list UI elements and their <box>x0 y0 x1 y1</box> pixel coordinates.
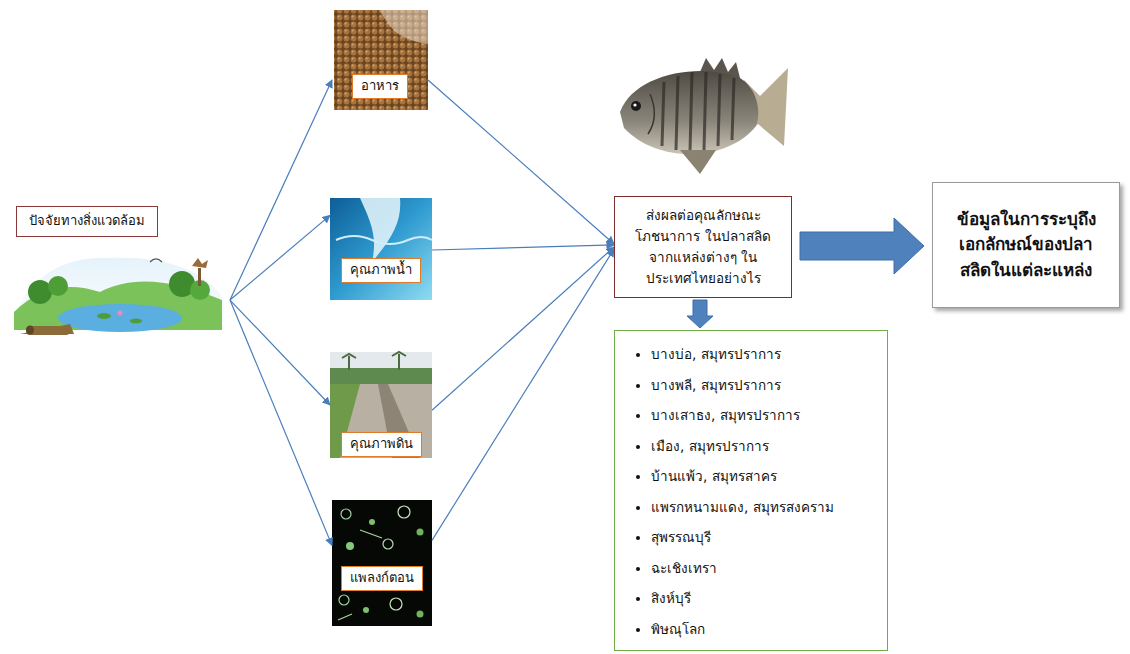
source-list-box: บางบ่อ, สมุทรปราการบางพลี, สมุทรปราการบา… <box>614 330 888 651</box>
arrow-line <box>432 247 614 410</box>
box-text: ข้อมูลในการระบุถึง เอกลักษณ์ของปลา สลิดใ… <box>943 207 1109 284</box>
source-item: สิงห์บุรี <box>651 583 877 614</box>
environment-illustration <box>14 258 224 336</box>
source-list: บางบ่อ, สมุทรปราการบางพลี, สมุทรปราการบา… <box>625 339 877 644</box>
source-item: บ้านแพ้ว, สมุทรสาคร <box>651 461 877 492</box>
block-arrow <box>687 300 713 328</box>
box-text: ส่งผลต่อคุณลักษณะโภชนาการ ในปลาสลิดจากแห… <box>625 205 781 289</box>
source-item: พิษณุโลก <box>651 614 877 645</box>
feed-pellets-picture <box>334 10 428 110</box>
water-picture <box>330 198 432 300</box>
block-arrow <box>800 218 924 274</box>
factor-label: คุณภาพน้ำ <box>341 258 421 283</box>
factor-picture-box: คุณภาพน้ำ <box>330 198 432 300</box>
source-item: เมือง, สมุทรปราการ <box>651 431 877 462</box>
arrow-line <box>432 245 614 250</box>
arrow-line <box>428 80 614 244</box>
factor-title: ปัจจัยทางสิ่งแวดล้อม <box>16 206 158 237</box>
arrow-line <box>230 300 332 545</box>
factor-label: คุณภาพดิน <box>341 432 422 457</box>
source-item: บางเสาธง, สมุทรปราการ <box>651 400 877 431</box>
factor-picture-box: อาหาร <box>332 10 428 110</box>
result-box: ข้อมูลในการระบุถึง เอกลักษณ์ของปลา สลิดใ… <box>932 182 1120 308</box>
source-item: แพรกหนามแดง, สมุทรสงคราม <box>651 492 877 523</box>
arrow-line <box>432 249 614 540</box>
factor-picture-box: แพลงก์ตอน <box>332 500 432 626</box>
source-item: สุพรรณบุรี <box>651 522 877 553</box>
fish-picture <box>620 58 788 174</box>
soil-picture <box>330 352 432 458</box>
question-box: ส่งผลต่อคุณลักษณะโภชนาการ ในปลาสลิดจากแห… <box>614 196 792 298</box>
source-item: ฉะเชิงเทรา <box>651 553 877 584</box>
plankton-picture <box>332 500 432 626</box>
arrow-line <box>230 80 332 300</box>
arrow-line <box>230 215 330 300</box>
source-item: บางพลี, สมุทรปราการ <box>651 370 877 401</box>
factor-picture-box: คุณภาพดิน <box>330 352 432 458</box>
factor-label: อาหาร <box>352 74 408 99</box>
arrow-line <box>230 300 330 405</box>
factor-label: แพลงก์ตอน <box>341 566 423 591</box>
source-item: บางบ่อ, สมุทรปราการ <box>651 339 877 370</box>
factor-box: ปัจจัยทางสิ่งแวดล้อม <box>8 200 230 345</box>
